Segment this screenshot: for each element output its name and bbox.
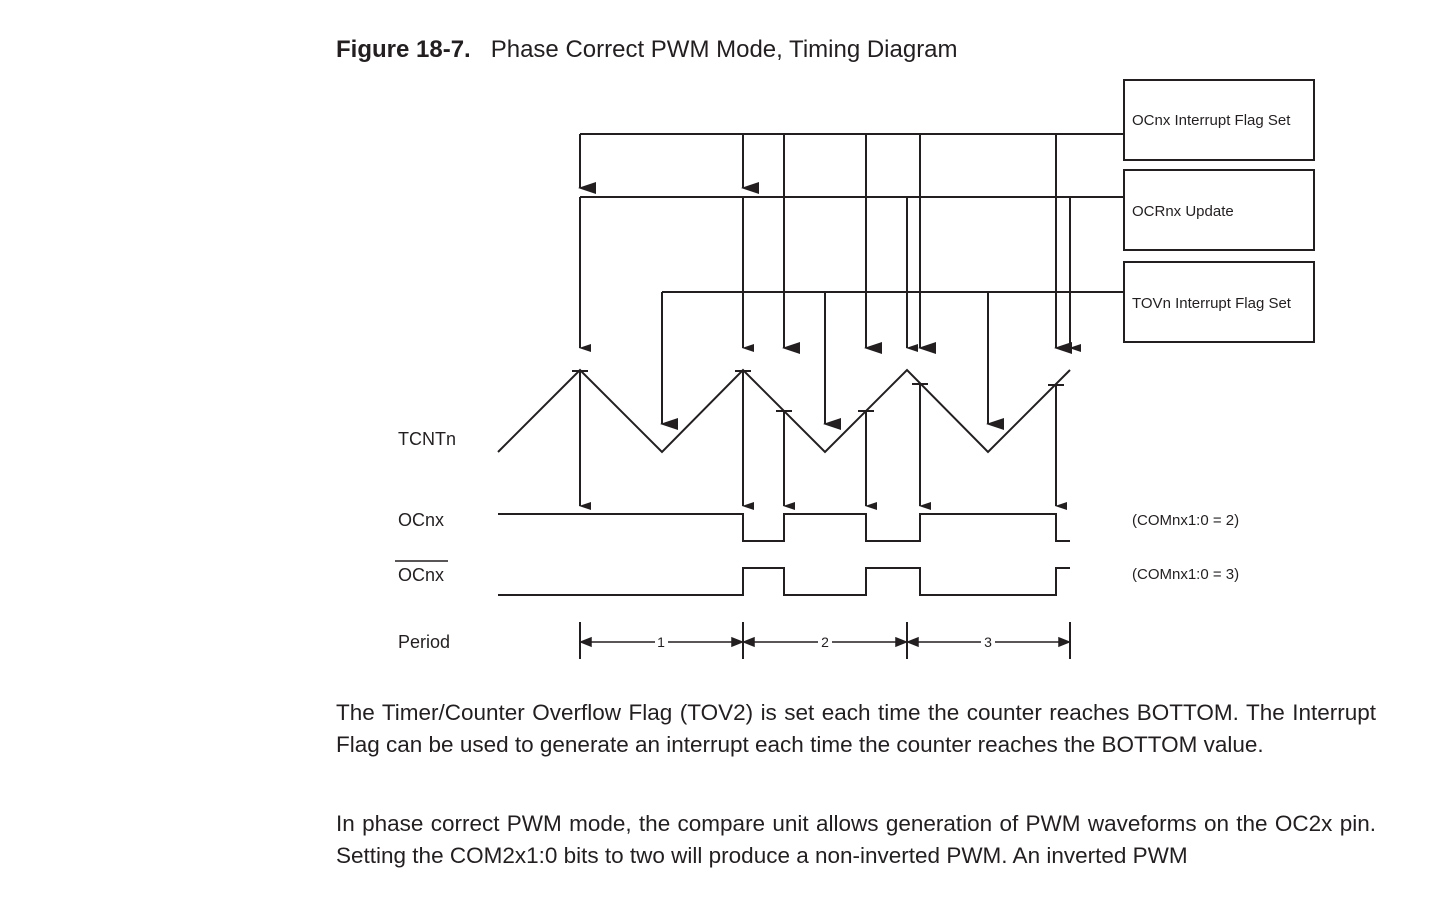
mode-note-inverted: (COMnx1:0 = 3): [1132, 566, 1239, 583]
period-dimensions: [578, 636, 1072, 648]
ocnx-waveform: [498, 513, 1070, 542]
box-ocr-update: [1123, 169, 1315, 251]
figure-caption: Figure 18-7. Phase Correct PWM Mode, Timi…: [336, 36, 958, 64]
ocnx-inverted-waveform: [498, 567, 1070, 596]
box-label-tov: TOVn Interrupt Flag Set: [1132, 295, 1292, 312]
box-tov-interrupt: [1123, 261, 1315, 343]
mode-note-non-inverted: (COMnx1:0 = 2): [1132, 512, 1239, 529]
body-paragraph: The Timer/Counter Overflow Flag (TOV2) i…: [336, 700, 1376, 757]
period-number: 3: [984, 634, 992, 650]
signal-label-ocnx: OCnx: [398, 510, 444, 530]
signal-label-period: Period: [398, 632, 450, 652]
box-label-ocf: OCnx Interrupt Flag Set: [1132, 112, 1291, 129]
signal-label-ocnx-inverted: OCnx: [398, 565, 444, 585]
box-ocf-interrupt: [1123, 79, 1315, 161]
period-number: 2: [821, 634, 829, 650]
period-number: 1: [657, 634, 665, 650]
box-label-ocr: OCRnx Update: [1132, 203, 1234, 220]
figure-title: Phase Correct PWM Mode, Timing Diagram: [490, 36, 958, 63]
figure-number: Figure 18-7.: [336, 36, 471, 63]
body-paragraph: In phase correct PWM mode, the compare u…: [336, 811, 1376, 868]
signal-label-tcnt: TCNTn: [398, 429, 456, 449]
